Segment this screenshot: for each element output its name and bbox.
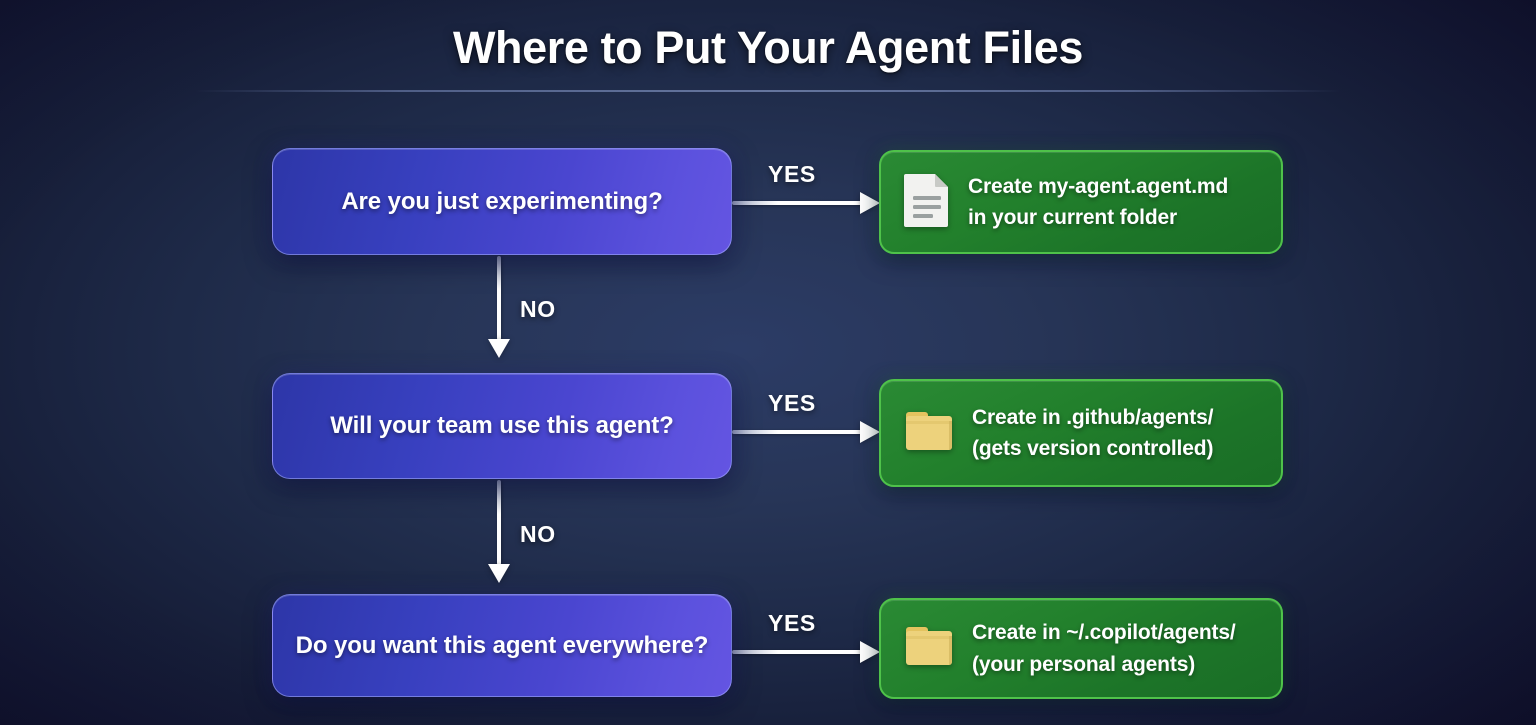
decision-box-experimenting[interactable]: Are you just experimenting? xyxy=(272,148,732,255)
no-label-2: NO xyxy=(520,521,556,547)
page-title: Where to Put Your Agent Files xyxy=(452,22,1084,73)
decision-box-label: Are you just experimenting? xyxy=(341,187,663,215)
no-label-1: NO xyxy=(520,296,556,322)
action-box-text: Create in ~/.copilot/agents/ (your perso… xyxy=(972,617,1236,679)
arrow-shaft xyxy=(732,430,863,434)
yes-label-3: YES xyxy=(768,610,816,636)
decision-box-label: Do you want this agent everywhere? xyxy=(295,631,709,659)
action-line-1: Create in ~/.copilot/agents/ xyxy=(972,621,1236,645)
folder-icon xyxy=(903,408,955,459)
arrow-shaft xyxy=(732,201,863,205)
decision-box-team-use[interactable]: Will your team use this agent? xyxy=(272,373,732,479)
action-line-2: (gets version controlled) xyxy=(972,437,1214,460)
arrow-shaft xyxy=(732,650,863,654)
decision-box-everywhere[interactable]: Do you want this agent everywhere? xyxy=(272,594,732,697)
action-box-text: Create in .github/agents/ (gets version … xyxy=(972,402,1213,464)
arrow-head-icon xyxy=(488,564,510,583)
arrow-head-icon xyxy=(860,421,880,443)
arrow-head-icon xyxy=(860,192,880,214)
arrow-head-icon xyxy=(860,641,880,663)
action-box-text: Create my-agent.agent.md in your current… xyxy=(968,171,1228,233)
action-line-1: Create my-agent.agent.md xyxy=(968,174,1229,198)
title-divider xyxy=(195,90,1341,92)
yes-label-1: YES xyxy=(768,161,816,187)
action-line-1: Create in .github/agents/ xyxy=(972,405,1214,429)
decision-box-label: Will your team use this agent? xyxy=(330,412,674,439)
arrow-head-icon xyxy=(488,339,510,358)
folder-icon xyxy=(903,623,955,674)
arrow-shaft xyxy=(497,256,501,340)
action-box-current-folder[interactable]: Create my-agent.agent.md in your current… xyxy=(879,150,1283,254)
action-line-2: in your current folder xyxy=(968,206,1178,229)
arrow-shaft xyxy=(497,480,501,565)
yes-label-2: YES xyxy=(768,390,816,416)
action-box-copilot-agents[interactable]: Create in ~/.copilot/agents/ (your perso… xyxy=(879,598,1283,699)
document-icon xyxy=(903,172,951,232)
action-line-2: (your personal agents) xyxy=(972,652,1196,676)
action-box-github-agents[interactable]: Create in .github/agents/ (gets version … xyxy=(879,379,1283,487)
